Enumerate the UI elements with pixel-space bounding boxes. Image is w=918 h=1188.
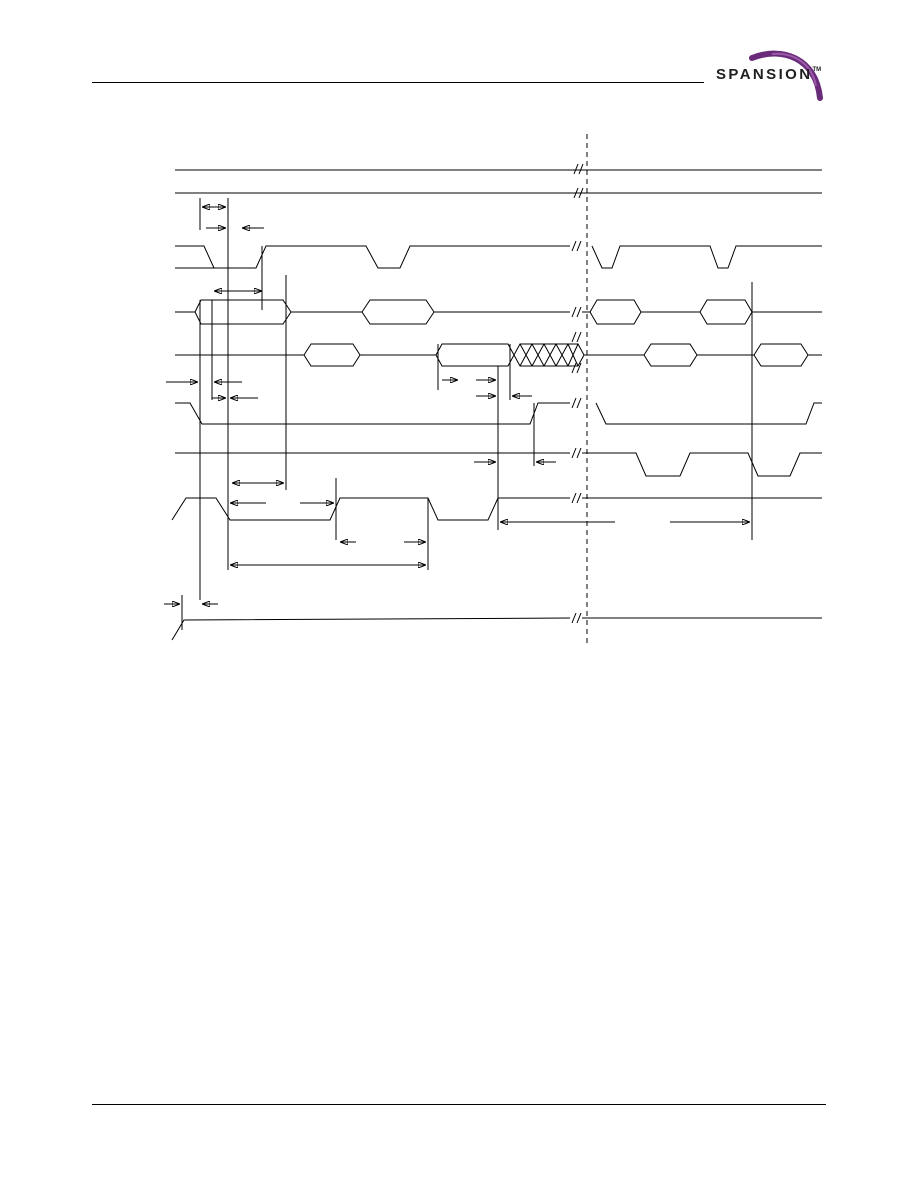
break-mark-row-4 [571,306,582,318]
header-rule [92,82,704,83]
spansion-logo: SPANSIONTM [712,46,830,102]
signal-row-4 [175,299,822,325]
timing-marker-top [199,198,264,230]
bus-valid-window-2 [361,299,435,325]
break-mark-row-7 [571,447,582,459]
break-mark-row-5 [571,331,582,374]
bus-valid-window-1 [194,299,292,325]
timing-reference-lines [181,230,753,630]
undefined-data-region [513,343,585,367]
signal-row-5 [175,331,822,374]
break-mark-row-9 [571,612,582,624]
break-mark-row-3 [571,240,582,252]
logo-wordmark: SPANSIONTM [716,66,822,83]
output-valid-window-3 [643,343,698,367]
signal-row-8 [171,492,822,521]
signal-row-1 [175,163,822,175]
footer-rule [92,1104,826,1105]
break-mark-row-8 [571,492,582,504]
bus-valid-window-3 [589,299,642,325]
logo-trademark: TM [812,67,822,73]
signal-row-3 [175,240,822,269]
logo-swoosh-icon [749,50,823,101]
signal-row-7 [175,447,822,477]
signal-row-2 [175,187,822,199]
break-mark-row-1 [573,163,584,175]
break-mark-row-6 [571,397,582,409]
bus-valid-window-4 [699,299,753,325]
output-valid-window-2 [435,343,515,367]
signal-row-6 [175,397,822,425]
break-mark-row-2 [573,187,584,199]
output-valid-window-4 [753,343,809,367]
output-valid-window-1 [303,343,361,367]
signal-row-9 [171,612,822,641]
timing-arrows [164,291,750,604]
